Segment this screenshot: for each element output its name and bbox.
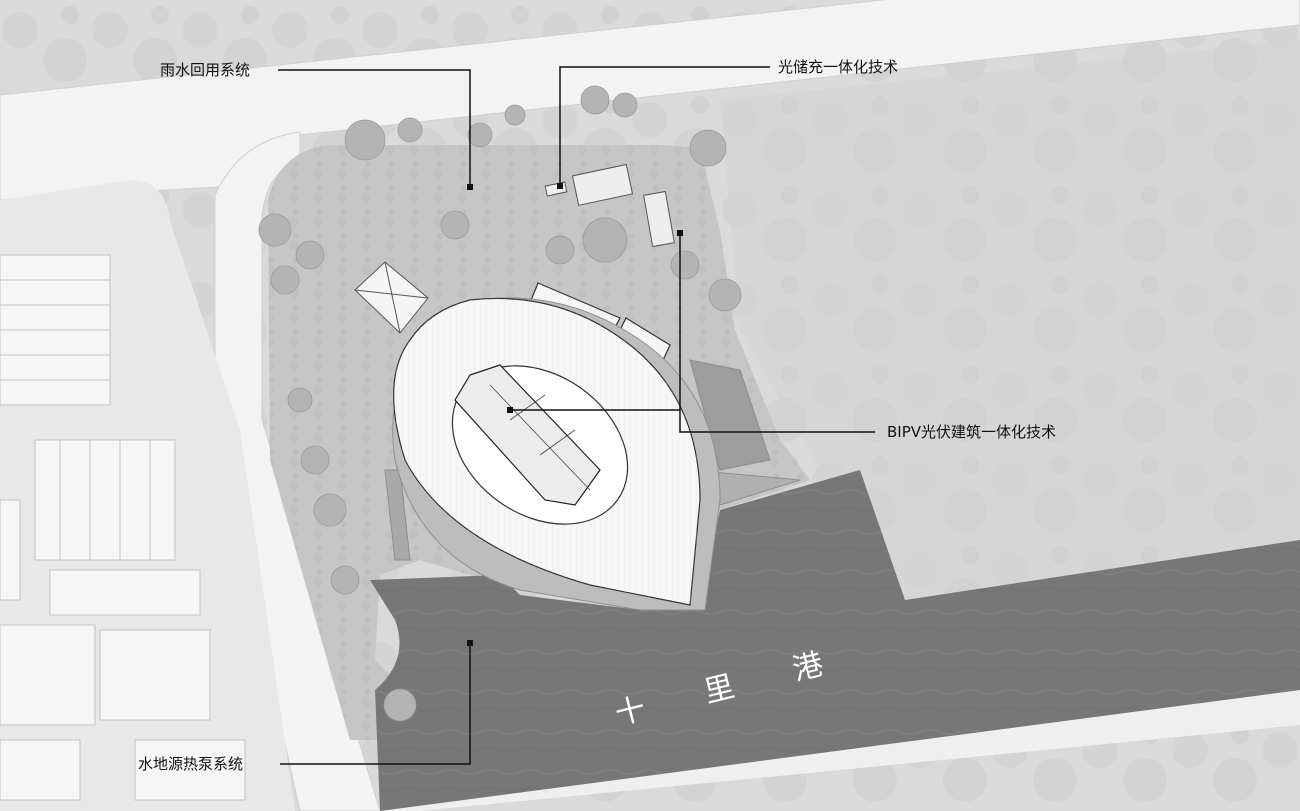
label-water-source-heat-pump: 水地源热泵系统	[138, 755, 244, 773]
leader-lines	[278, 66, 875, 765]
leader-storage-charging	[559, 66, 770, 186]
label-rainwater-system: 雨水回用系统	[160, 61, 251, 79]
label-bipv: BIPV光伏建筑一体化技术	[887, 423, 1057, 441]
pavilion	[354, 261, 429, 334]
river-shili-gang	[370, 470, 1300, 811]
leader-rainwater	[278, 69, 471, 187]
leader-bipv-a	[679, 233, 875, 433]
west-buildings	[0, 254, 246, 801]
leader-heat-pump	[280, 643, 471, 765]
label-storage-charging: 光储充一体化技术	[778, 58, 899, 76]
solar-carports	[544, 163, 675, 248]
leader-endpoints	[467, 183, 683, 646]
central-skylight	[454, 364, 601, 506]
trees	[258, 85, 742, 722]
main-building	[392, 297, 721, 611]
